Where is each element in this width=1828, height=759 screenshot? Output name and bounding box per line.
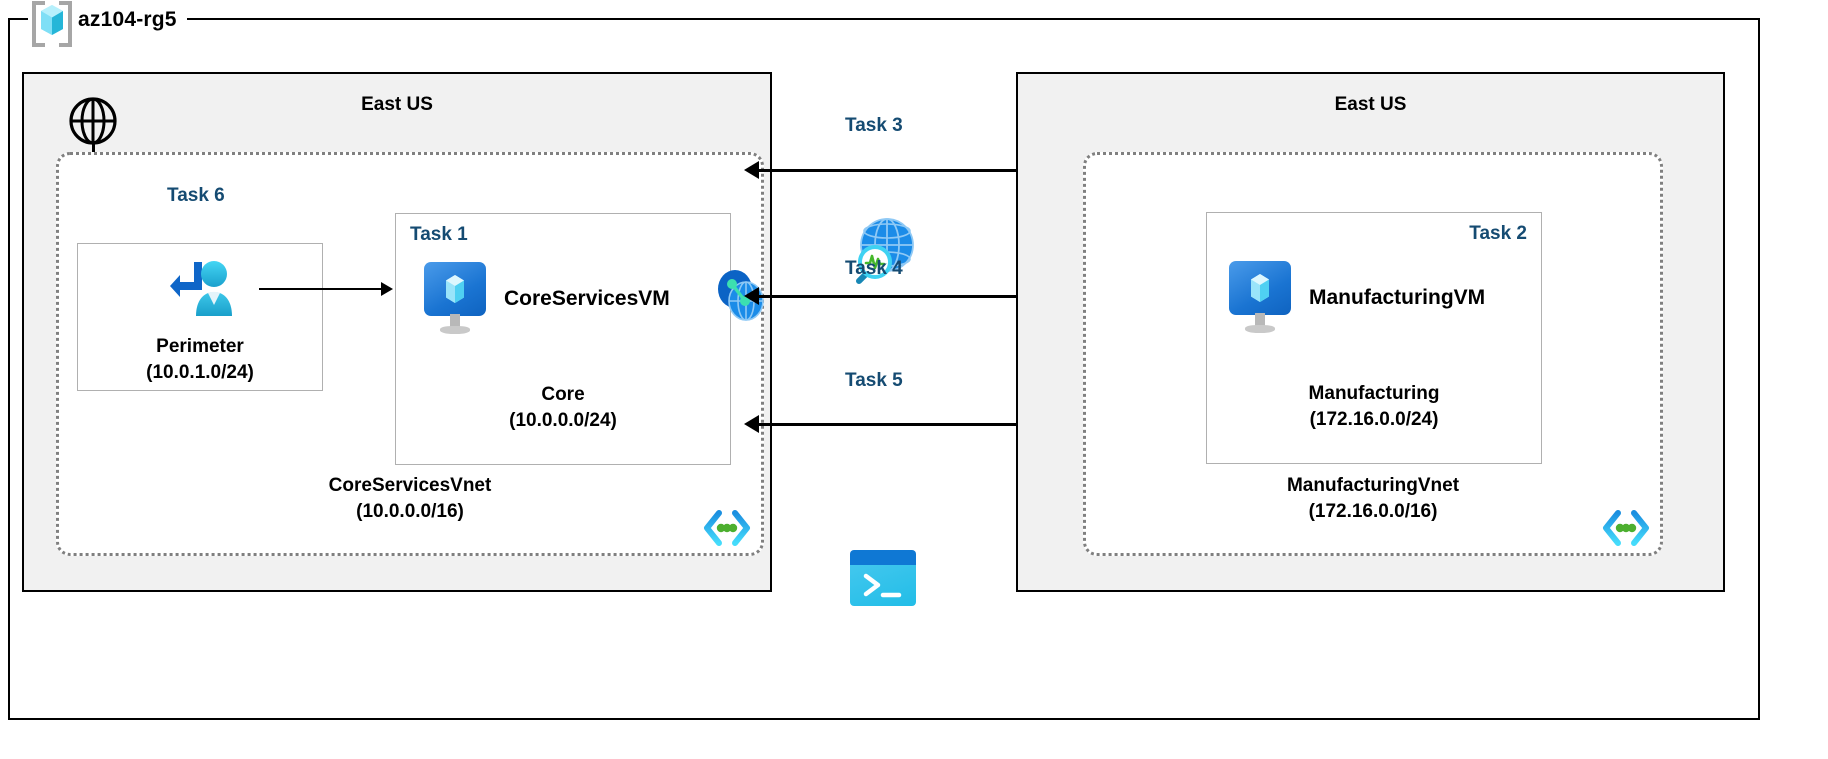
task5-connector-line — [757, 423, 1034, 426]
task5-arrowhead-left — [744, 415, 759, 433]
vnet-cidr-manufacturingvnet: (172.16.0.0/16) — [1308, 500, 1438, 522]
subnet-name-core: Core — [541, 384, 585, 405]
subnet-cidr-perimeter: (10.0.1.0/24) — [146, 361, 254, 383]
cloud-shell-icon — [850, 550, 916, 606]
task-label-6: Task 6 — [167, 185, 225, 206]
task-label-1: Task 1 — [410, 224, 468, 245]
region-box-left: East US Task 6 — [22, 72, 772, 592]
internet-globe-icon — [68, 96, 118, 146]
vnet-manufacturingvnet: Task 2 ManufacturingVM Manufacturing — [1083, 152, 1663, 556]
task-label-5: Task 5 — [845, 370, 903, 391]
virtual-network-code-icon-right — [1600, 507, 1652, 549]
resource-group-cube-icon — [32, 0, 72, 47]
resource-group-frame — [8, 18, 1760, 720]
task4-arrowhead-left — [744, 287, 759, 305]
network-security-group-user-icon — [164, 256, 238, 318]
task3-connector-line — [757, 169, 1034, 172]
region-title-right: East US — [1334, 94, 1407, 115]
subnet-cidr-core: (10.0.0.0/24) — [509, 409, 617, 431]
vnet-name-manufacturingvnet: ManufacturingVnet — [1286, 475, 1460, 496]
vm-label-coreservicesvm: CoreServicesVM — [504, 287, 670, 310]
perimeter-to-core-arrowhead — [381, 282, 393, 296]
virtual-machine-icon-manufacturing — [1229, 261, 1291, 335]
subnet-perimeter: Perimeter (10.0.1.0/24) — [77, 243, 323, 391]
task4-connector-line — [757, 295, 1034, 298]
virtual-machine-icon-core — [424, 262, 486, 336]
task-label-4: Task 4 — [845, 258, 903, 279]
vnet-name-coreservicesvnet: CoreServicesVnet — [328, 475, 492, 496]
vnet-coreservicesvnet: Task 6 — [56, 152, 764, 556]
region-title-left: East US — [361, 94, 433, 115]
vm-label-manufacturingvm: ManufacturingVM — [1309, 286, 1486, 309]
subnet-name-manufacturing: Manufacturing — [1308, 383, 1440, 404]
perimeter-to-core-line — [259, 288, 383, 290]
subnet-core: Task 1 CoreServicesVM Core ( — [395, 213, 731, 465]
task-label-2: Task 2 — [1469, 223, 1527, 244]
subnet-cidr-manufacturing: (172.16.0.0/24) — [1309, 408, 1439, 430]
region-box-right: East US Task 2 ManufacturingVM — [1016, 72, 1725, 592]
task3-arrowhead-left — [744, 161, 759, 179]
virtual-network-code-icon-left — [701, 507, 753, 549]
task-label-3: Task 3 — [845, 115, 903, 136]
resource-group-name: az104-rg5 — [78, 8, 177, 31]
resource-group-header: az104-rg5 — [28, 0, 187, 47]
subnet-name-perimeter: Perimeter — [156, 336, 244, 357]
network-watcher-icon — [845, 215, 919, 287]
vnet-cidr-coreservicesvnet: (10.0.0.0/16) — [356, 500, 464, 522]
subnet-manufacturing: Task 2 ManufacturingVM Manufacturing — [1206, 212, 1542, 464]
